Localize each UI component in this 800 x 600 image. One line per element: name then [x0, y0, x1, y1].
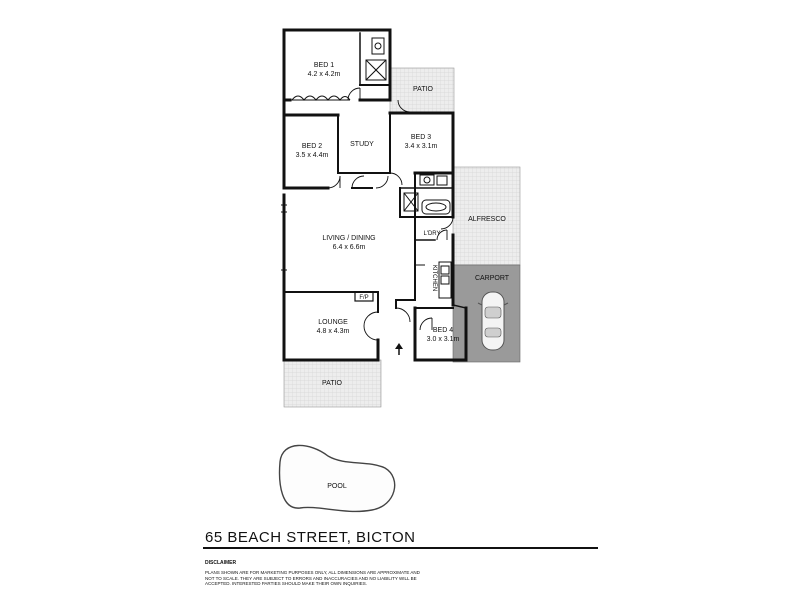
patio-top-label: PATIO — [413, 86, 434, 93]
bed2-label: BED 2 — [302, 143, 322, 150]
disclaimer-text: Plans shown are for marketing purposes o… — [205, 570, 420, 586]
living-label: LIVING / DINING — [322, 235, 375, 242]
bed3-dims: 3.4 x 3.1m — [405, 143, 438, 150]
study-label: STUDY — [350, 141, 374, 148]
kitchen-label: KITCHEN — [431, 265, 437, 291]
lounge-label: LOUNGE — [318, 319, 348, 326]
walls — [282, 28, 468, 362]
bed1-dims: 4.2 x 4.2m — [308, 71, 341, 78]
bed3-label: BED 3 — [411, 134, 431, 141]
door-swings — [327, 87, 454, 341]
pool-shape — [278, 444, 396, 513]
bed4-label: BED 4 — [433, 327, 453, 334]
bed2-dims: 3.5 x 4.4m — [296, 152, 329, 159]
window-markers — [281, 204, 287, 271]
alfresco-area — [452, 166, 521, 266]
ensuite-fixtures — [365, 37, 387, 81]
kitchen-bench — [415, 261, 452, 299]
entry-arrow-icon — [395, 343, 403, 355]
bathroom-fixtures — [403, 174, 451, 215]
car-icon — [477, 291, 509, 351]
carport-label: CARPORT — [475, 275, 510, 282]
laundry-label: L'DRY — [423, 231, 440, 237]
lounge-dims: 4.8 x 4.3m — [317, 328, 350, 335]
pool-label: POOL — [327, 483, 347, 490]
property-address: 65 BEACH STREET, BICTON — [205, 529, 416, 546]
fireplace-label: F/P — [359, 295, 368, 301]
wardrobe — [290, 95, 351, 101]
bed4-dims: 3.0 x 3.1m — [427, 336, 460, 343]
address-underline — [203, 547, 598, 549]
alfresco-label: ALFRESCO — [468, 216, 506, 223]
patio-top-area — [389, 67, 455, 114]
bed1-label: BED 1 — [314, 62, 334, 69]
disclaimer-title: DISCLAIMER — [205, 560, 237, 566]
patio-bottom-label: PATIO — [322, 380, 343, 387]
patio-bottom-area — [283, 359, 382, 408]
living-dims: 6.4 x 6.6m — [333, 244, 366, 251]
